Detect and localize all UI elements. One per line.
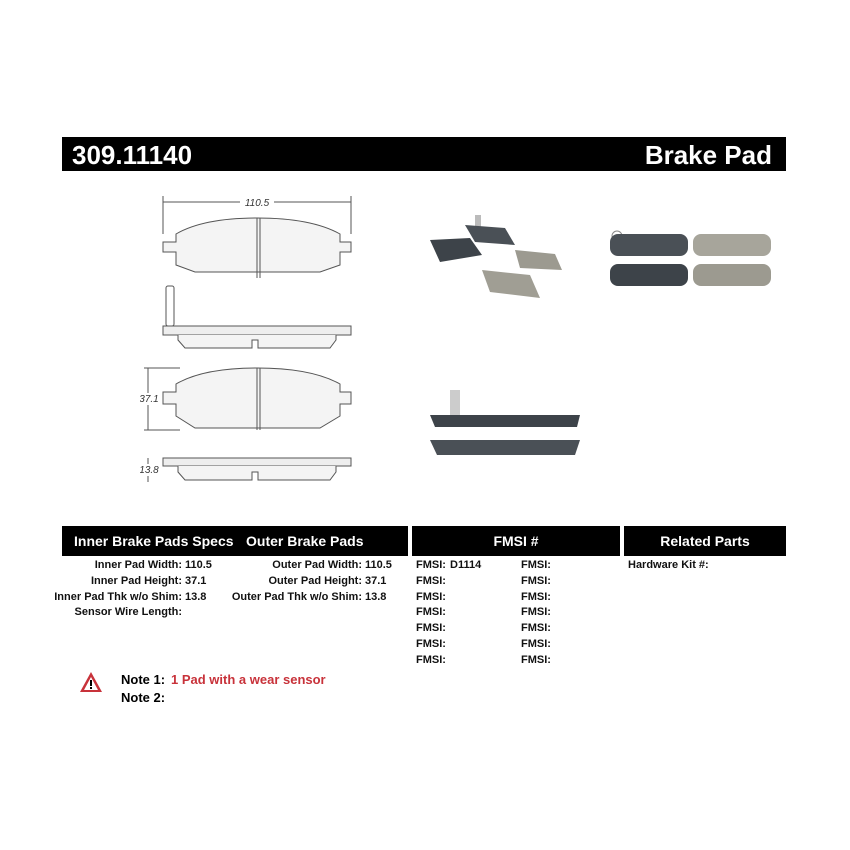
fmsi-label: FMSI: bbox=[521, 574, 551, 587]
outer-spec-value: 13.8 bbox=[365, 590, 387, 603]
header-bar: 309.11140 Brake Pad bbox=[62, 137, 786, 171]
pad-photo-side bbox=[430, 390, 580, 455]
pad-technical-drawing: 110.5 37.1 13.8 bbox=[140, 196, 352, 482]
outer-specs-title: Outer Brake Pads Specs bbox=[246, 533, 364, 579]
warning-triangle-icon bbox=[80, 672, 102, 692]
fmsi-label: FMSI: bbox=[416, 622, 446, 635]
related-parts-title: Related Parts bbox=[660, 533, 750, 549]
outer-spec-label: Outer Pad Height: bbox=[268, 574, 362, 587]
inner-specs-title: Inner Brake Pads Specs bbox=[74, 533, 234, 549]
fmsi-label: FMSI: bbox=[521, 606, 551, 619]
related-part-label: Hardware Kit #: bbox=[628, 559, 709, 571]
fmsi-label: FMSI: bbox=[416, 638, 446, 650]
fmsi-label: FMSI: bbox=[521, 590, 551, 603]
fmsi-label: FMSI: bbox=[521, 653, 551, 666]
width-dimension: 110.5 bbox=[245, 198, 270, 209]
fmsi-header: FMSI # bbox=[412, 526, 620, 556]
fmsi-label: FMSI: bbox=[416, 590, 446, 603]
inner-spec-value: 110.5 bbox=[185, 559, 212, 571]
outer-spec-value: 110.5 bbox=[365, 559, 392, 571]
inner-spec-label: Inner Pad Thk w/o Shim: bbox=[54, 590, 182, 603]
outer-spec-label: Outer Pad Width: bbox=[272, 559, 362, 571]
fmsi-label: FMSI: bbox=[521, 638, 551, 650]
inner-spec-label: Inner Pad Width: bbox=[94, 559, 182, 571]
part-number: 309.11140 bbox=[72, 140, 193, 170]
inner-spec-value: 37.1 bbox=[185, 574, 207, 587]
note-1-text: 1 Pad with a wear sensor bbox=[171, 672, 326, 687]
fmsi-label: FMSI: bbox=[416, 653, 446, 666]
thickness-dimension: 13.8 bbox=[140, 465, 159, 476]
specs-header-inner-outer: Inner Brake Pads Specs Outer Brake Pads … bbox=[62, 526, 408, 579]
fmsi-label: FMSI: bbox=[416, 559, 446, 571]
related-parts-header: Related Parts bbox=[624, 526, 786, 556]
fmsi-label: FMSI: bbox=[416, 574, 446, 587]
note-1-label: Note 1: bbox=[121, 672, 166, 687]
fmsi-title: FMSI # bbox=[493, 533, 539, 549]
fmsi-value: D1114 bbox=[450, 559, 482, 571]
fmsi-label: FMSI: bbox=[521, 559, 551, 571]
height-dimension: 37.1 bbox=[140, 394, 159, 405]
note-2-label: Note 2: bbox=[121, 690, 166, 705]
product-type: Brake Pad bbox=[644, 140, 772, 170]
fmsi-label: FMSI: bbox=[521, 622, 551, 635]
outer-spec-value: 37.1 bbox=[365, 574, 387, 587]
fmsi-label: FMSI: bbox=[416, 606, 446, 619]
pad-photo-flat bbox=[610, 230, 771, 286]
inner-spec-value: 13.8 bbox=[185, 590, 207, 603]
outer-spec-label: Outer Pad Thk w/o Shim: bbox=[231, 590, 362, 603]
inner-spec-label: Inner Pad Height: bbox=[90, 574, 182, 587]
pad-photo-angled bbox=[430, 215, 562, 298]
inner-spec-label: Sensor Wire Length: bbox=[74, 606, 182, 619]
